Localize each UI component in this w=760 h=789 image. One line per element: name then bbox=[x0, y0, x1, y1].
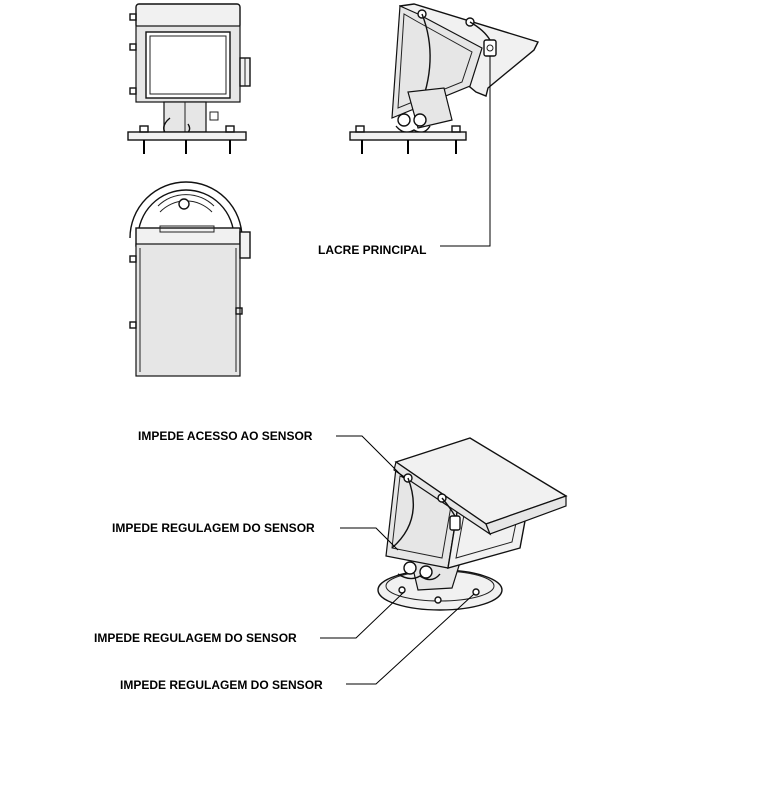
front-view bbox=[127, 3, 251, 154]
callout-impede-regulagem-1: IMPEDE REGULAGEM DO SENSOR bbox=[112, 521, 315, 535]
callout-impede-regulagem-3: IMPEDE REGULAGEM DO SENSOR bbox=[120, 678, 323, 692]
callout-impede-regulagem-2: IMPEDE REGULAGEM DO SENSOR bbox=[94, 631, 297, 645]
top-view bbox=[129, 181, 251, 377]
isometric-view bbox=[320, 435, 568, 685]
callout-impede-acesso-sensor: IMPEDE ACESSO AO SENSOR bbox=[138, 429, 313, 443]
callout-lacre-principal: LACRE PRINCIPAL bbox=[318, 243, 426, 257]
side-view bbox=[349, 3, 539, 247]
